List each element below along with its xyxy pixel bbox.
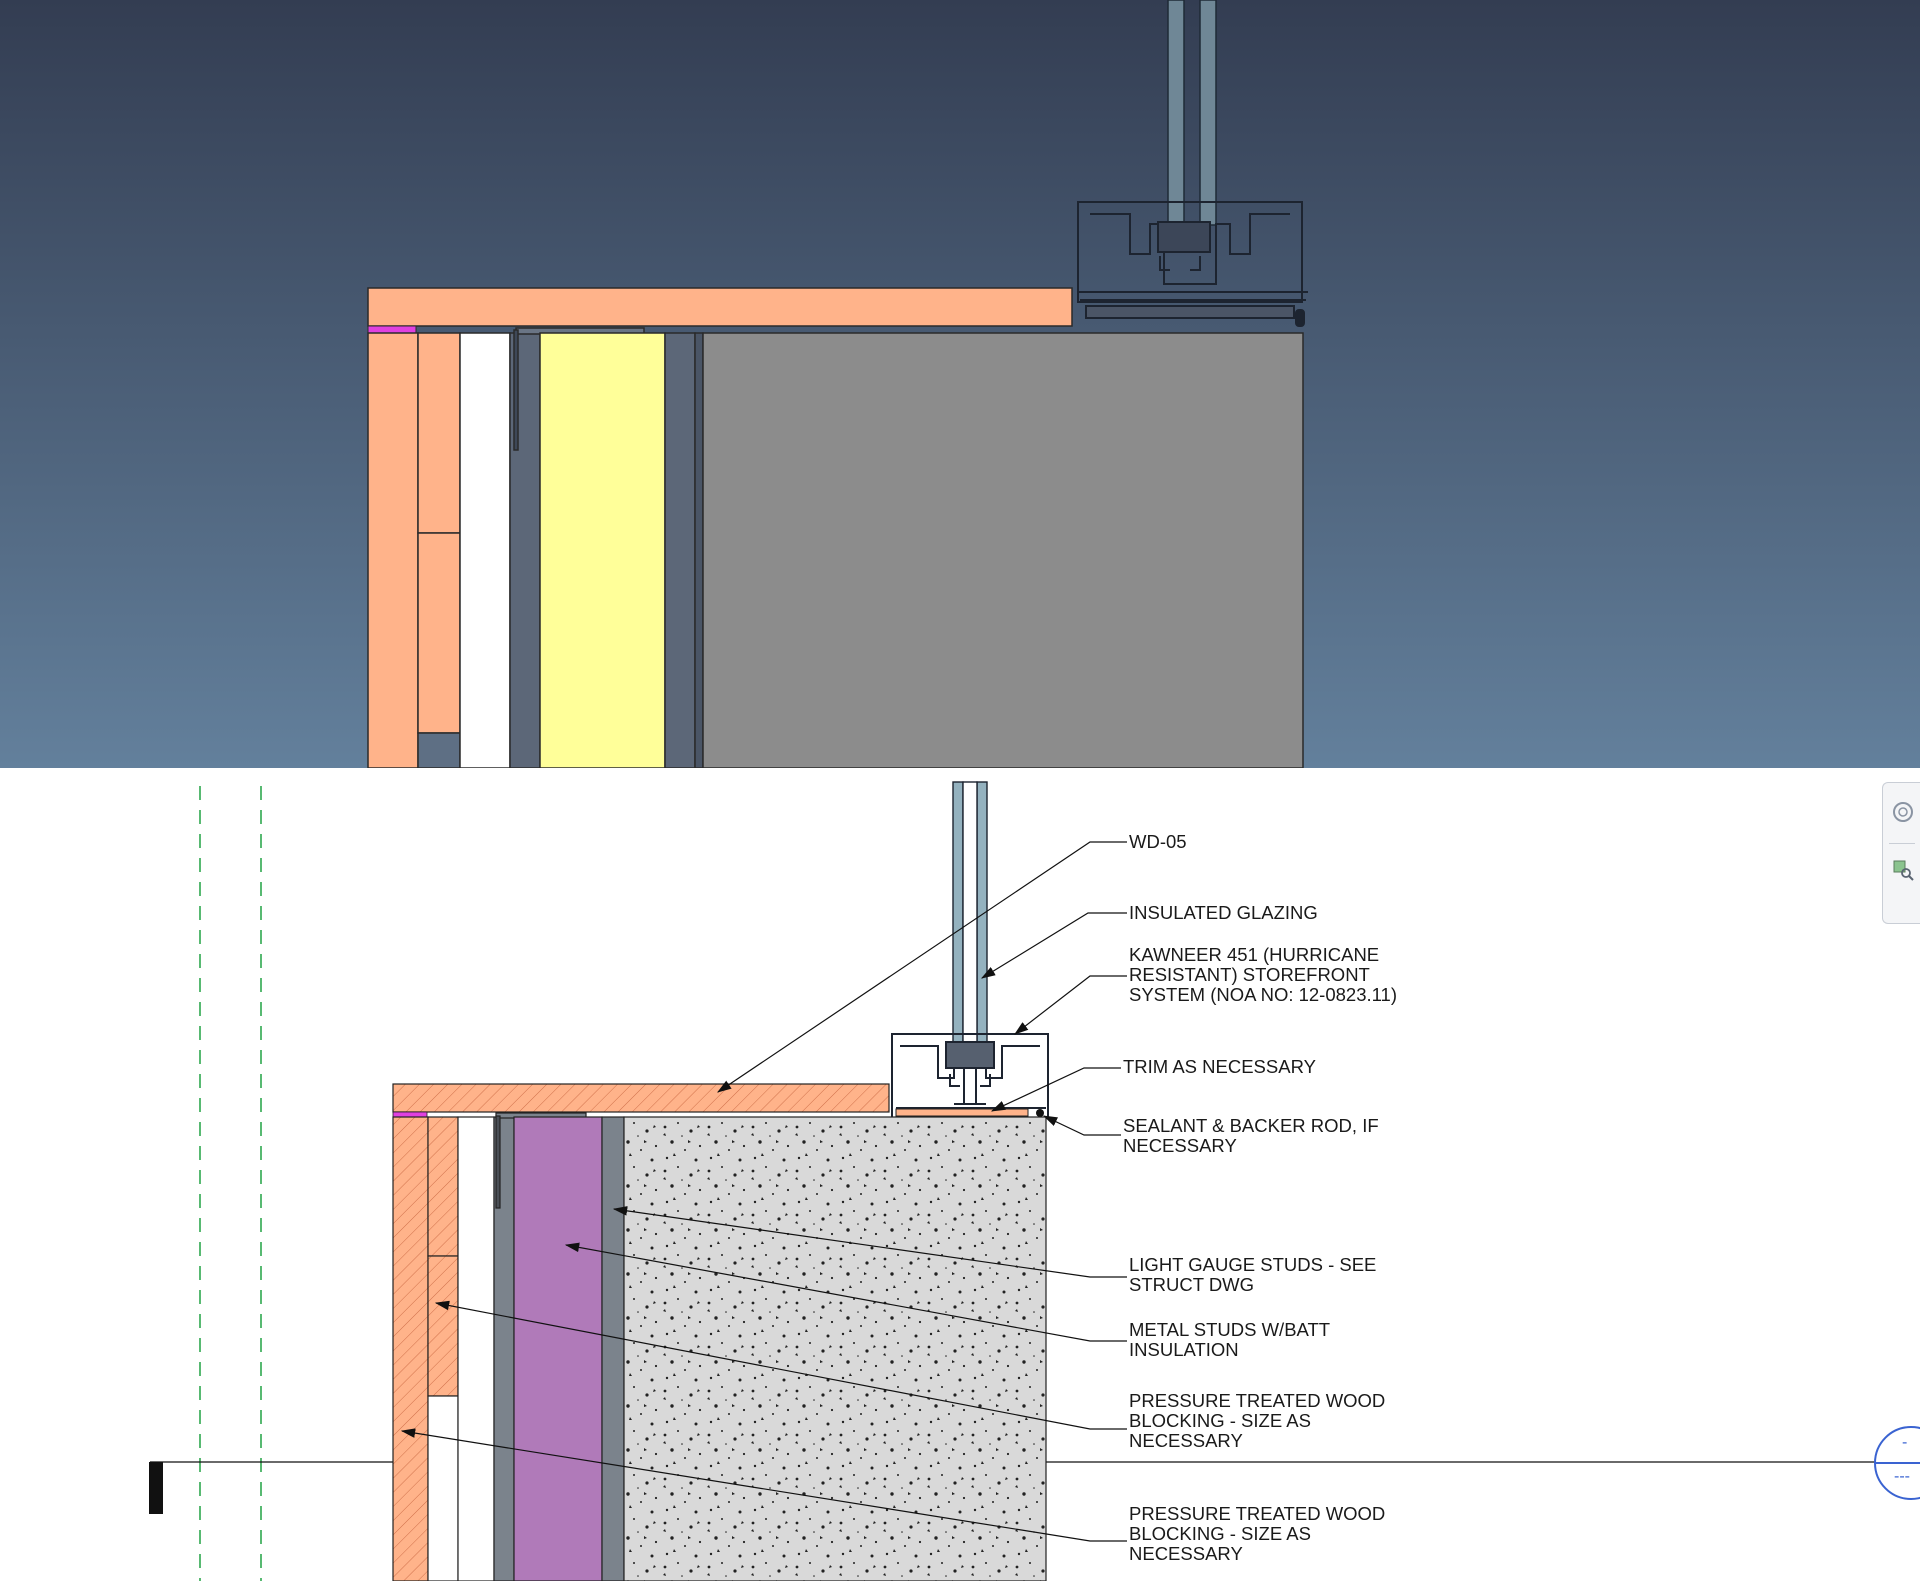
label-light-gauge-studs: LIGHT GAUGE STUDS - SEE STRUCT DWG: [1129, 1254, 1382, 1295]
nav-separator: [1889, 843, 1915, 844]
section-head[interactable]: [149, 1462, 163, 1514]
glazing-2d: [952, 781, 988, 1045]
grid-lines: [199, 786, 262, 1581]
wood-sill-cap-2d: [392, 1083, 890, 1113]
detail-2d-view[interactable]: WD-05 INSULATED GLAZING KAWNEER 451 (HUR…: [0, 768, 1920, 1581]
label-pt-wood-blocking-1: PRESSURE TREATED WOOD BLOCKING - SIZE AS…: [1129, 1390, 1390, 1451]
zoom-icon[interactable]: [1889, 855, 1917, 885]
backer-rod-2d: [1036, 1109, 1044, 1117]
flashing-2d: [392, 1111, 428, 1118]
label-pt-wood-blocking-2: PRESSURE TREATED WOOD BLOCKING - SIZE AS…: [1129, 1503, 1390, 1564]
wall-layers-3d: [367, 327, 1304, 768]
label-metal-studs-batt: METAL STUDS W/BATT INSULATION: [1129, 1319, 1335, 1360]
wood-sill-cap-3d: [367, 287, 1073, 327]
navigation-bar: [1882, 782, 1920, 924]
section-marker-sheet: ---: [1894, 1468, 1910, 1485]
annotation-labels: WD-05 INSULATED GLAZING KAWNEER 451 (HUR…: [1123, 831, 1397, 1564]
label-sealant-backer-rod: SEALANT & BACKER ROD, IF NECESSARY: [1123, 1115, 1384, 1156]
label-insulated-glazing: INSULATED GLAZING: [1129, 902, 1318, 923]
label-trim: TRIM AS NECESSARY: [1123, 1056, 1316, 1077]
storefront-frame-2d: [891, 1033, 1049, 1119]
flashing-3d: [367, 325, 417, 334]
label-kawneer-storefront: KAWNEER 451 (HURRICANE RESISTANT) STOREF…: [1129, 944, 1397, 1005]
section-marker-divider: [1876, 1462, 1920, 1464]
wall-layers-2d: [392, 1112, 1047, 1581]
steering-wheel-icon[interactable]: [1889, 797, 1917, 827]
shaded-3d-view[interactable]: [0, 0, 1920, 768]
section-marker-number: -: [1902, 1434, 1908, 1451]
leader-lines: [400, 841, 1127, 1542]
label-wd05: WD-05: [1129, 831, 1187, 852]
storefront-frame-3d: [1077, 201, 1308, 327]
trim-2d: [895, 1108, 1029, 1117]
